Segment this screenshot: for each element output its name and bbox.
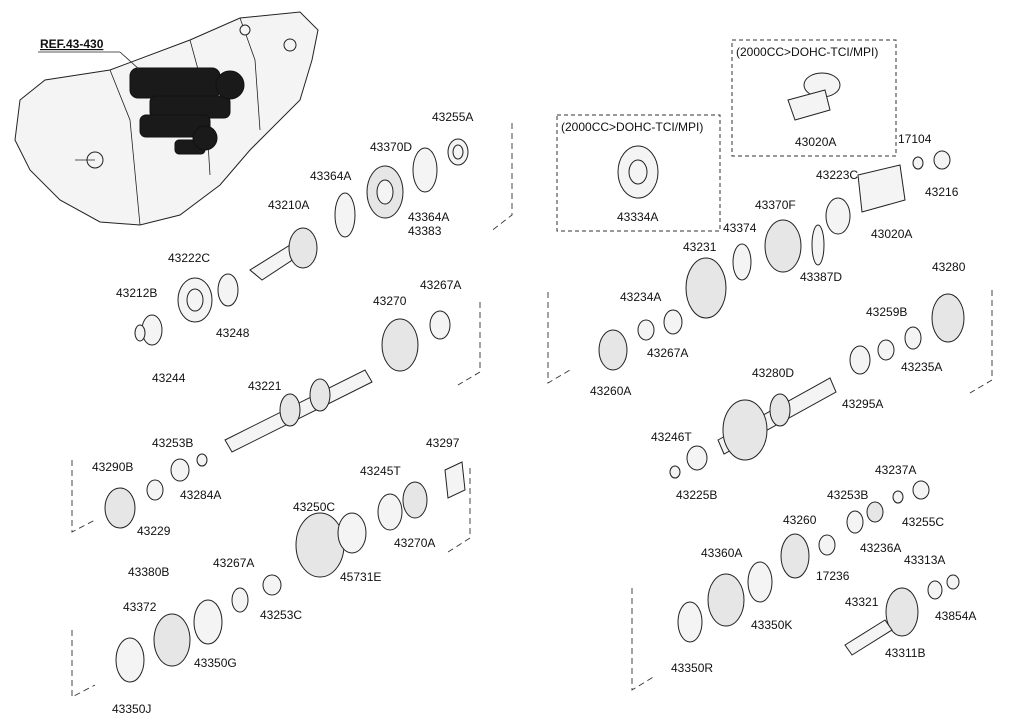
part-label: 43284A [180,488,221,502]
option-box-title: (2000CC>DOHC-TCI/MPI) [561,120,703,134]
part-label: 43222C [168,251,210,265]
part-label: 43854A [935,609,976,623]
part-label: 43260 [783,513,817,527]
part-label: 43321 [845,595,879,609]
part-label: 43250C [293,500,335,514]
assembly-boundaries [71,123,993,698]
part-label: 43234A [620,290,661,304]
part-label: 43383 [408,224,442,238]
part-label: 43280 [932,260,966,274]
part-label: 43350J [112,702,151,716]
part-label: 17104 [898,132,932,146]
part-label: 43020A [871,227,912,241]
part-label: 43260A [590,384,631,398]
part-label: 43290B [92,460,133,474]
part-label: 43370F [755,198,796,212]
part-label: 43350R [671,661,713,675]
part-label: 43380B [128,565,169,579]
part-shapes [104,72,965,683]
part-label: 43253B [827,488,868,502]
part-label: 43313A [904,553,945,567]
part-label: 43370D [370,140,412,154]
part-label: 43259B [866,305,907,319]
part-label: 43374 [723,221,757,235]
part-label: 43364A [310,169,351,183]
part-label: 43295A [842,397,883,411]
part-label: 43223C [816,168,858,182]
part-label: 43267A [420,278,461,292]
part-label: 43231 [683,240,717,254]
part-label: 43221 [248,379,282,393]
part-labels: 43255A 43370D 43364A 43364A 43383 43210A… [92,110,976,716]
part-label: 43311B [885,646,925,660]
reference-label: REF.43-430 [40,37,104,51]
part-label: 43216 [925,185,959,199]
part-label: 43236A [860,541,901,555]
part-label: 43267A [647,346,688,360]
part-label: 43248 [216,326,250,340]
part-label: 43350G [194,656,237,670]
part-label: 17236 [816,569,850,583]
option-box-title: (2000CC>DOHC-TCI/MPI) [736,45,878,59]
part-label: 43297 [426,436,460,450]
part-label: 43235A [901,360,942,374]
transmission-housing [14,11,319,226]
part-label: 43270 [373,294,407,308]
part-label: 43212B [116,286,157,300]
part-label: 43229 [137,524,171,538]
part-label: 43255A [432,110,473,124]
part-label: 43267A [213,556,254,570]
part-label: 43253B [152,436,193,450]
part-label: 43372 [123,600,157,614]
part-label: 43246T [651,430,692,444]
part-label: 43255C [902,515,944,529]
part-label: 43350K [751,618,792,632]
part-label: 43237A [875,463,916,477]
part-label: 45731E [340,570,381,584]
part-label: 43387D [800,270,842,284]
part-label: 43360A [701,546,742,560]
part-label: 43245T [360,464,401,478]
part-label: 43210A [268,198,309,212]
option-box-43334A [556,114,721,232]
part-label: 43253C [260,608,302,622]
part-label: 43225B [676,488,717,502]
part-label: 43270A [394,536,435,550]
part-label: 43364A [408,210,449,224]
part-label: 43020A [795,135,836,149]
part-label: 43334A [617,210,658,224]
part-label: 43244 [152,371,186,385]
part-label: 43280D [752,366,794,380]
